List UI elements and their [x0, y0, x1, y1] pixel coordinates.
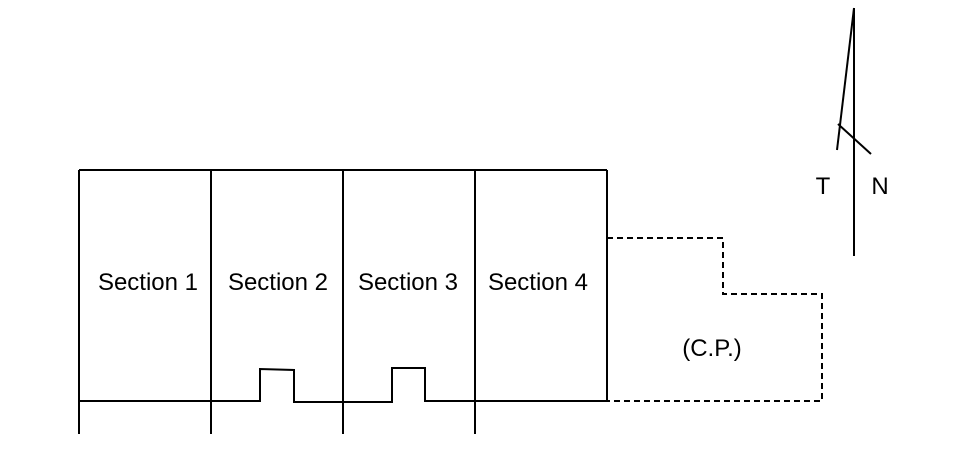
car-park-outline	[607, 237, 823, 402]
section-1-label: Section 1	[98, 269, 198, 296]
section-3-label: Section 3	[358, 269, 458, 296]
north-arrow-tick	[837, 123, 872, 155]
north-label: N	[871, 173, 888, 200]
section-4-label: Section 4	[488, 269, 588, 296]
building-bottom-edge	[79, 367, 607, 403]
true-north-line	[836, 7, 855, 151]
building-block	[78, 169, 608, 434]
section-labels: Section 1 Section 2 Section 3 Section 4	[98, 269, 588, 296]
section-2-label: Section 2	[228, 269, 328, 296]
true-north-label: T	[816, 173, 831, 200]
north-arrow-icon: T N	[816, 7, 889, 256]
car-park-label: (C.P.)	[682, 335, 742, 362]
car-park-area: (C.P.)	[607, 237, 823, 402]
